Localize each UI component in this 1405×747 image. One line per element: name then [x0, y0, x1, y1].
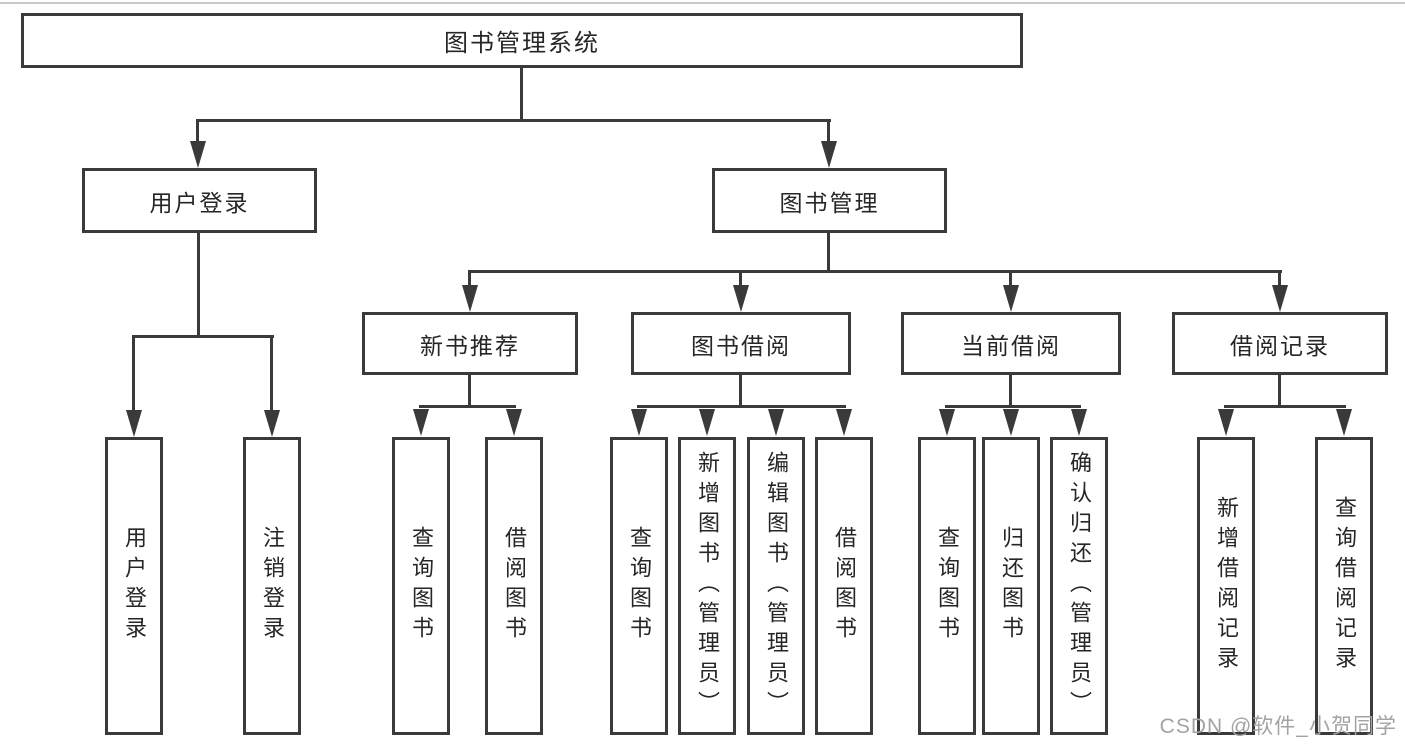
leaf-query-books-recommend: 查询图书: [392, 437, 450, 735]
connector-line: [520, 66, 523, 122]
arrow-down-icon: [733, 285, 749, 312]
leaf-logout-login: 注销登录: [243, 437, 301, 735]
connector-line: [1278, 270, 1281, 287]
leaf-borrow-books-recommend: 借阅图书: [485, 437, 543, 735]
arrow-down-icon: [939, 409, 955, 436]
arrow-down-icon: [190, 141, 206, 168]
leaf-edit-books-admin: 编辑图书（管理员）: [747, 437, 805, 735]
arrow-down-icon: [1272, 285, 1288, 312]
top-edge-line: [0, 2, 1405, 4]
leaf-add-books-admin: 新增图书（管理员）: [678, 437, 736, 735]
connector-line: [132, 335, 274, 338]
connector-line: [637, 405, 846, 408]
connector-line: [197, 231, 200, 338]
arrow-down-icon: [1071, 409, 1087, 436]
leaf-add-borrow-record: 新增借阅记录: [1197, 437, 1255, 735]
arrow-down-icon: [631, 409, 647, 436]
connector-line: [1009, 270, 1012, 287]
arrow-down-icon: [1218, 409, 1234, 436]
arrow-down-icon: [821, 141, 837, 168]
leaf-user-login: 用户登录: [105, 437, 163, 735]
connector-line: [132, 335, 135, 415]
connector-line: [1224, 405, 1346, 408]
node-user-login: 用户登录: [82, 168, 317, 233]
connector-line: [739, 373, 742, 408]
leaf-query-books-current: 查询图书: [918, 437, 976, 735]
connector-line: [739, 270, 742, 287]
connector-line: [196, 119, 831, 122]
connector-line: [945, 405, 1081, 408]
connector-line: [468, 270, 471, 287]
arrow-down-icon: [768, 409, 784, 436]
connector-line: [468, 373, 471, 408]
node-borrow-records: 借阅记录: [1172, 312, 1388, 375]
leaf-confirm-return-admin: 确认归还（管理员）: [1050, 437, 1108, 735]
leaf-query-borrow-record: 查询借阅记录: [1315, 437, 1373, 735]
arrow-down-icon: [1003, 285, 1019, 312]
node-new-book-recommend: 新书推荐: [362, 312, 578, 375]
node-book-borrow: 图书借阅: [631, 312, 851, 375]
arrow-down-icon: [836, 409, 852, 436]
arrow-down-icon: [1003, 409, 1019, 436]
arrow-down-icon: [413, 409, 429, 436]
connector-line: [419, 405, 516, 408]
connector-line: [270, 335, 273, 415]
node-library-management-system: 图书管理系统: [21, 13, 1023, 68]
arrow-down-icon: [699, 409, 715, 436]
leaf-return-books: 归还图书: [982, 437, 1040, 735]
arrow-down-icon: [462, 285, 478, 312]
node-current-borrow: 当前借阅: [901, 312, 1121, 375]
csdn-watermark: CSDN @软件_小贺同学: [1159, 715, 1397, 738]
node-book-management: 图书管理: [712, 168, 947, 233]
connector-line: [468, 270, 1282, 273]
connector-line: [1278, 373, 1281, 408]
arrow-down-icon: [506, 409, 522, 436]
connector-line: [196, 119, 199, 147]
connector-line: [827, 231, 830, 273]
arrow-down-icon: [126, 410, 142, 437]
leaf-query-books-borrow: 查询图书: [610, 437, 668, 735]
connector-line: [827, 119, 830, 147]
arrow-down-icon: [264, 410, 280, 437]
arrow-down-icon: [1336, 409, 1352, 436]
leaf-borrow-books: 借阅图书: [815, 437, 873, 735]
connector-line: [1009, 373, 1012, 408]
